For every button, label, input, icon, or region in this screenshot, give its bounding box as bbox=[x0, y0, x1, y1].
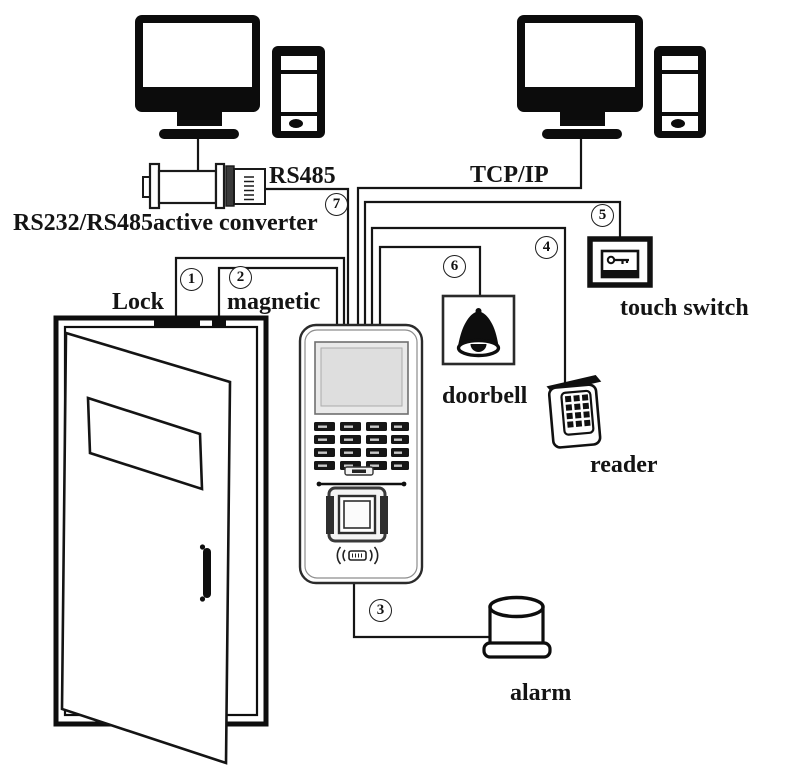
label-lock: Lock bbox=[112, 289, 165, 315]
monitor-screen bbox=[143, 23, 252, 87]
wire-number-1: 1 bbox=[180, 268, 203, 291]
rs485-converter-icon bbox=[142, 162, 266, 210]
label-doorbell: doorbell bbox=[442, 383, 528, 409]
wire-number-2: 2 bbox=[229, 266, 252, 289]
wire-4-reader bbox=[370, 226, 567, 384]
tower-panel bbox=[281, 74, 317, 112]
label-rs485: RS485 bbox=[269, 163, 336, 189]
wire-tcpip bbox=[356, 136, 583, 327]
desktop-computer-right bbox=[517, 15, 706, 139]
controller-screen-inner bbox=[320, 347, 403, 407]
wires bbox=[174, 136, 622, 639]
wire-6-doorbell bbox=[378, 245, 482, 327]
door-handle-mount bbox=[199, 596, 206, 602]
wire-number-3: 3 bbox=[369, 599, 392, 622]
label-converter: RS232/RS485active converter bbox=[13, 210, 318, 236]
touch-switch-box bbox=[587, 236, 653, 288]
doorbell-box bbox=[441, 294, 516, 366]
wire-number-7: 7 bbox=[325, 193, 348, 216]
monitor-screen bbox=[525, 23, 635, 87]
door bbox=[53, 315, 269, 765]
rfid-symbol bbox=[336, 546, 379, 565]
door-handle-mount bbox=[199, 544, 206, 550]
access-controller bbox=[298, 323, 424, 585]
monitor-neck bbox=[560, 112, 605, 126]
tower-panel bbox=[662, 74, 698, 112]
bell-icon bbox=[456, 308, 501, 358]
controller-function-button-mark bbox=[352, 469, 366, 473]
controller-bezel bbox=[304, 329, 418, 579]
wire-3-alarm bbox=[352, 580, 494, 639]
alarm-device bbox=[482, 595, 552, 659]
monitor-neck bbox=[177, 112, 222, 126]
reader-device bbox=[546, 375, 602, 449]
label-reader: reader bbox=[590, 452, 658, 478]
tower-button bbox=[671, 119, 685, 128]
wire-number-5: 5 bbox=[591, 204, 614, 227]
converter-pins bbox=[244, 176, 254, 201]
key-icon bbox=[606, 255, 629, 265]
wire-1-lock bbox=[174, 256, 346, 327]
wire-rs485 bbox=[264, 187, 350, 327]
swipe-slot-end bbox=[316, 481, 322, 487]
swipe-slot-end bbox=[401, 481, 407, 487]
door-handle bbox=[203, 548, 211, 598]
desktop-computer-left bbox=[135, 15, 325, 139]
wire-number-6: 6 bbox=[443, 255, 466, 278]
door-window bbox=[86, 396, 204, 491]
fingerprint-reader bbox=[326, 486, 388, 543]
label-alarm: alarm bbox=[510, 680, 572, 706]
monitor-base bbox=[159, 129, 239, 139]
label-magnetic: magnetic bbox=[227, 289, 321, 315]
tower-panel bbox=[662, 56, 698, 70]
label-touch-switch: touch switch bbox=[620, 295, 749, 321]
reader-keys bbox=[564, 394, 591, 428]
controller-keypad-labels bbox=[318, 425, 402, 467]
door-magnetic-contact bbox=[212, 316, 226, 326]
door-lock-bar bbox=[154, 316, 200, 326]
monitor-base bbox=[542, 129, 622, 139]
tower-button bbox=[289, 119, 303, 128]
tower-panel bbox=[281, 56, 317, 70]
label-tcpip: TCP/IP bbox=[470, 162, 549, 188]
wire-number-4: 4 bbox=[535, 236, 558, 259]
wire-5-touch-switch bbox=[363, 200, 622, 327]
wire-2-magnetic bbox=[217, 266, 339, 327]
